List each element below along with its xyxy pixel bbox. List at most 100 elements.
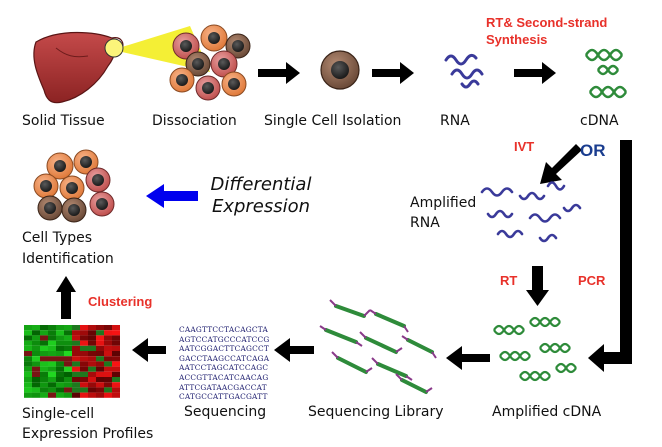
heatmap-cell <box>24 366 32 372</box>
arrow-single-to-rna <box>372 62 414 84</box>
heatmap-cell <box>24 361 32 367</box>
sequence-line: AATCCTAGCATCCAGC <box>179 363 269 373</box>
heatmap-cell <box>56 366 64 372</box>
heatmap-cell <box>56 356 64 362</box>
heatmap-cell <box>64 325 72 331</box>
heatmap-cell <box>88 382 96 388</box>
heatmap-cell <box>80 366 88 372</box>
arrow-rt-down <box>526 266 549 306</box>
arrow-rna-to-cdna <box>514 62 556 84</box>
heatmap-cell <box>80 356 88 362</box>
heatmap-cell <box>64 377 72 383</box>
sequence-line: AATCGGACTTCAGCCT <box>179 344 269 354</box>
sequence-line: GACCTAAGCCATCAGA <box>179 353 270 363</box>
heatmap-cell <box>40 340 48 346</box>
heatmap-cell <box>112 371 120 377</box>
sequence-reads-block: CAAGTTCCTACAGCTA AGTCCATGCCCATCCG AATCGG… <box>179 325 270 402</box>
heatmap-cell <box>64 361 72 367</box>
heatmap-cell <box>48 371 56 377</box>
arrow-sequencing-to-profiles <box>132 338 166 362</box>
heatmap-cell <box>40 392 48 398</box>
amplified-rna-icon <box>480 181 582 243</box>
heatmap-cell <box>72 382 80 388</box>
sequence-line: CATGCCATTGACGATT <box>179 392 268 402</box>
heatmap-cell <box>24 371 32 377</box>
heatmap-cell <box>40 356 48 362</box>
label-expression-profiles: Single-cell Expression Profiles <box>22 406 154 442</box>
label-solid-tissue: Solid Tissue <box>22 113 105 129</box>
heatmap-cell <box>96 330 104 336</box>
heatmap-cell <box>40 325 48 331</box>
heatmap-cell <box>56 351 64 357</box>
heatmap-cell <box>24 356 32 362</box>
label-rt-second-strand: RT& Second-strand Synthesis <box>486 15 608 47</box>
heatmap-cell <box>64 382 72 388</box>
heatmap-cell <box>72 387 80 393</box>
heatmap-cell <box>64 371 72 377</box>
heatmap-cell <box>24 351 32 357</box>
heatmap-cell <box>32 387 40 393</box>
heatmap-cell <box>48 356 56 362</box>
heatmap-cell <box>88 335 96 341</box>
heatmap-cell <box>40 330 48 336</box>
heatmap-cell <box>88 377 96 383</box>
heatmap-cell <box>88 387 96 393</box>
heatmap-cell <box>72 345 80 351</box>
heatmap-cell <box>112 387 120 393</box>
heatmap-cell <box>32 366 40 372</box>
heatmap-cell <box>72 377 80 383</box>
heatmap-cell <box>40 345 48 351</box>
heatmap-cell <box>88 345 96 351</box>
arrow-pcr-path <box>588 140 632 372</box>
heatmap-cell <box>72 361 80 367</box>
single-cell-icon <box>320 50 360 90</box>
label-ivt: IVT <box>514 139 535 154</box>
heatmap-cell <box>112 335 120 341</box>
amplified-cdna-icon <box>493 316 577 382</box>
heatmap-cell <box>96 325 104 331</box>
label-rt: RT <box>500 273 518 288</box>
heatmap-cell <box>56 335 64 341</box>
heatmap-cell <box>56 371 64 377</box>
heatmap-cell <box>40 351 48 357</box>
heatmap-cell <box>72 330 80 336</box>
sequence-line: CAAGTTCCTACAGCTA <box>179 325 269 334</box>
heatmap-cell <box>72 392 80 398</box>
heatmap-cell <box>24 330 32 336</box>
heatmap-cell <box>88 330 96 336</box>
heatmap-cell <box>32 392 40 398</box>
heatmap-cell <box>112 377 120 383</box>
heatmap-cell <box>80 325 88 331</box>
heatmap-cell <box>72 340 80 346</box>
label-amplified-cdna: Amplified cDNA <box>492 404 602 420</box>
heatmap-cell <box>80 387 88 393</box>
expression-heatmap-icon <box>24 325 120 398</box>
heatmap-cell <box>32 351 40 357</box>
heatmap-cell <box>48 377 56 383</box>
heatmap-cell <box>40 371 48 377</box>
heatmap-cell <box>88 392 96 398</box>
heatmap-cell <box>112 330 120 336</box>
heatmap-cell <box>64 351 72 357</box>
heatmap-cell <box>48 325 56 331</box>
arrow-library-to-sequencing <box>274 338 314 362</box>
heatmap-cell <box>104 356 112 362</box>
label-cell-types: Cell Types Identification <box>22 230 114 267</box>
sequence-line: AGTCCATGCCCATCCG <box>179 334 270 344</box>
heatmap-cell <box>24 335 32 341</box>
heatmap-cell <box>24 377 32 383</box>
heatmap-cell <box>80 377 88 383</box>
heatmap-cell <box>112 356 120 362</box>
heatmap-cell <box>96 356 104 362</box>
heatmap-cell <box>40 361 48 367</box>
heatmap-cell <box>64 345 72 351</box>
heatmap-cell <box>104 387 112 393</box>
label-differential-expression: Differential Expression <box>210 174 312 217</box>
heatmap-cell <box>48 387 56 393</box>
heatmap-cell <box>72 371 80 377</box>
cell-types-cluster-icon <box>33 149 115 223</box>
heatmap-cell <box>104 351 112 357</box>
dissociated-cells-icon <box>169 24 251 101</box>
arrow-differential-expression <box>146 184 198 208</box>
